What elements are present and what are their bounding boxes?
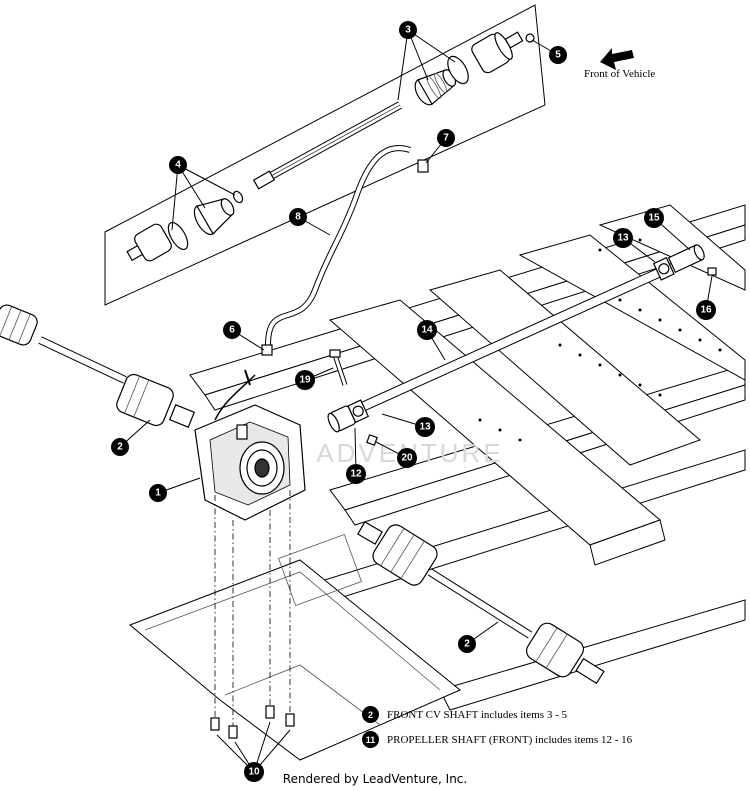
legend-text: FRONT CV SHAFT includes items 3 - 5 [387, 708, 567, 721]
svg-text:14: 14 [421, 325, 433, 336]
legend-badge: 11 [362, 731, 379, 748]
callout-8: 8 [289, 208, 307, 226]
callout-16: 16 [696, 300, 716, 320]
legend-badge: 2 [362, 706, 379, 723]
callout-6: 6 [223, 321, 241, 339]
bolt-19 [329, 349, 348, 386]
mounting-bolts [210, 490, 295, 739]
legend-row-cv-shaft: 2 FRONT CV SHAFT includes items 3 - 5 [362, 706, 567, 723]
cv-shaft-right [357, 521, 605, 685]
callout-13b: 13 [415, 417, 435, 437]
callout-1: 1 [149, 484, 167, 502]
svg-text:13: 13 [419, 422, 431, 433]
front-arrow-icon [600, 48, 634, 70]
svg-text:10: 10 [248, 767, 260, 778]
callout-10: 10 [244, 762, 264, 782]
svg-text:7: 7 [443, 133, 449, 144]
callout-3: 3 [399, 21, 417, 39]
svg-text:6: 6 [229, 325, 235, 336]
callout-2b: 2 [458, 635, 476, 653]
legend-text: PROPELLER SHAFT (FRONT) includes items 1… [387, 733, 633, 746]
svg-text:13: 13 [617, 233, 629, 244]
front-differential [194, 369, 306, 521]
callout-19: 19 [295, 370, 315, 390]
svg-text:8: 8 [295, 212, 301, 223]
callout-14: 14 [417, 320, 437, 340]
callout-20: 20 [397, 448, 417, 468]
svg-text:1: 1 [155, 488, 161, 499]
svg-text:15: 15 [648, 213, 660, 224]
legend-row-propeller-shaft: 11 PROPELLER SHAFT (FRONT) includes item… [362, 731, 632, 748]
callout-13a: 13 [613, 228, 633, 248]
svg-text:12: 12 [350, 469, 362, 480]
callout-4: 4 [169, 156, 187, 174]
svg-text:2: 2 [464, 639, 470, 650]
svg-text:4: 4 [175, 160, 181, 171]
svg-text:20: 20 [401, 453, 413, 464]
svg-text:19: 19 [299, 375, 311, 386]
propeller-shaft [327, 244, 717, 446]
cv-shaft-left [0, 304, 196, 428]
callout-2a: 2 [111, 438, 129, 456]
callout-5: 5 [549, 46, 567, 64]
render-credit: Rendered by LeadVenture, Inc. [0, 772, 750, 786]
credit-text: Rendered by LeadVenture, Inc. [282, 772, 468, 786]
vent-hose [261, 145, 429, 356]
callout-15: 15 [644, 208, 664, 228]
svg-text:5: 5 [555, 50, 561, 61]
svg-text:2: 2 [117, 442, 123, 453]
front-of-vehicle-label: Front of Vehicle [584, 68, 656, 80]
callout-7: 7 [437, 129, 455, 147]
svg-text:16: 16 [700, 305, 712, 316]
callout-12: 12 [346, 464, 366, 484]
svg-text:3: 3 [405, 25, 411, 36]
